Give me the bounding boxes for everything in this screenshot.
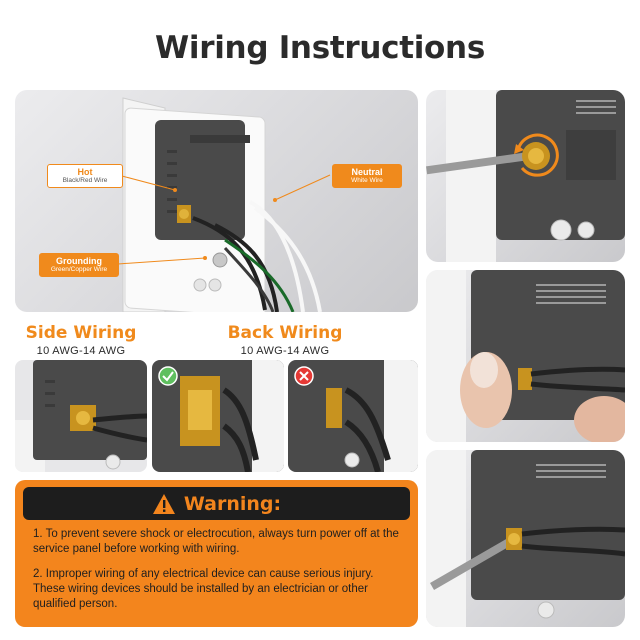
- tighten-illustration: [426, 450, 625, 627]
- neutral-label: Neutral: [351, 167, 383, 177]
- back-wiring-gauge: 10 AWG-14 AWG: [240, 345, 330, 357]
- side-wiring-title: Side Wiring: [25, 323, 137, 343]
- warning-item-1: 1. To prevent severe shock or electrocut…: [33, 528, 399, 555]
- page-title: Wiring Instructions: [155, 30, 485, 66]
- back-wiring-wrong-panel: [288, 360, 418, 472]
- warning-box: Warning: 1. To prevent severe shock or e…: [15, 480, 418, 627]
- hot-callout: Hot Black/Red Wire: [47, 164, 123, 188]
- warning-heading: Warning:: [183, 492, 282, 515]
- hot-sub: Black/Red Wire: [62, 177, 108, 184]
- grounding-callout: Grounding Green/Copper Wire: [39, 253, 119, 277]
- hot-label: Hot: [77, 167, 93, 177]
- finger-press-illustration: [426, 270, 625, 442]
- warning-header: Warning:: [23, 487, 410, 520]
- step-press-panel: [426, 270, 625, 442]
- step-tighten-panel: [426, 450, 625, 627]
- cross-icon: [294, 366, 314, 386]
- neutral-callout: Neutral White Wire: [332, 164, 402, 188]
- check-icon: [158, 366, 178, 386]
- screwdriver-illustration: [426, 90, 625, 262]
- side-wiring-gauge: 10 AWG-14 AWG: [36, 345, 126, 357]
- back-wiring-correct-illustration: [152, 360, 284, 472]
- warning-item-2: 2. Improper wiring of any electrical dev…: [33, 568, 374, 610]
- side-wiring-panel: [15, 360, 147, 472]
- grounding-label: Grounding: [56, 256, 102, 266]
- neutral-sub: White Wire: [351, 177, 383, 184]
- warning-body: 1. To prevent severe shock or electrocut…: [33, 527, 406, 622]
- main-wiring-panel: Hot Black/Red Wire Neutral White Wire Gr…: [15, 90, 418, 312]
- side-wiring-illustration: [15, 360, 147, 472]
- back-wiring-correct-panel: [152, 360, 284, 472]
- step-screwdriver-top-panel: [426, 90, 625, 262]
- grounding-sub: Green/Copper Wire: [50, 266, 108, 273]
- outlet-wiring-illustration: [117, 97, 331, 312]
- warning-triangle-icon: [152, 493, 175, 514]
- back-wiring-title: Back Wiring: [227, 323, 343, 343]
